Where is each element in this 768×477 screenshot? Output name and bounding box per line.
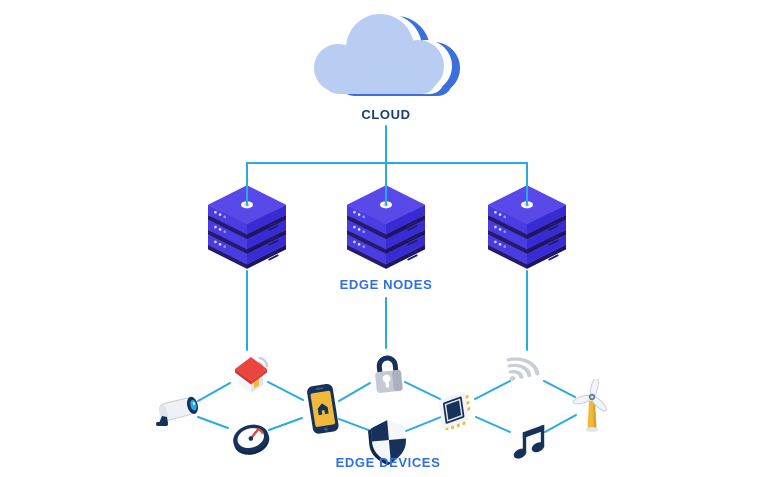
security-camera-icon — [156, 396, 198, 426]
cloud-icon — [314, 14, 460, 96]
security-shield-icon — [368, 420, 406, 466]
wifi-icon — [506, 357, 540, 381]
gauge-icon — [233, 424, 270, 455]
music-note-icon — [513, 424, 545, 459]
edge-node-server-1-icon — [208, 185, 286, 270]
padlock-icon — [375, 355, 403, 393]
microchip-icon — [438, 391, 471, 430]
smart-home-icon — [235, 356, 269, 393]
edge-nodes-label: EDGE NODES — [339, 277, 433, 292]
cloud-label: CLOUD — [361, 107, 411, 122]
edge-node-server-3-icon — [488, 185, 566, 270]
edge-node-server-2-icon — [347, 185, 425, 270]
smartphone-icon — [307, 383, 339, 434]
wind-turbine-icon — [572, 379, 607, 432]
edge-devices-label: EDGE DEVICES — [335, 455, 441, 470]
